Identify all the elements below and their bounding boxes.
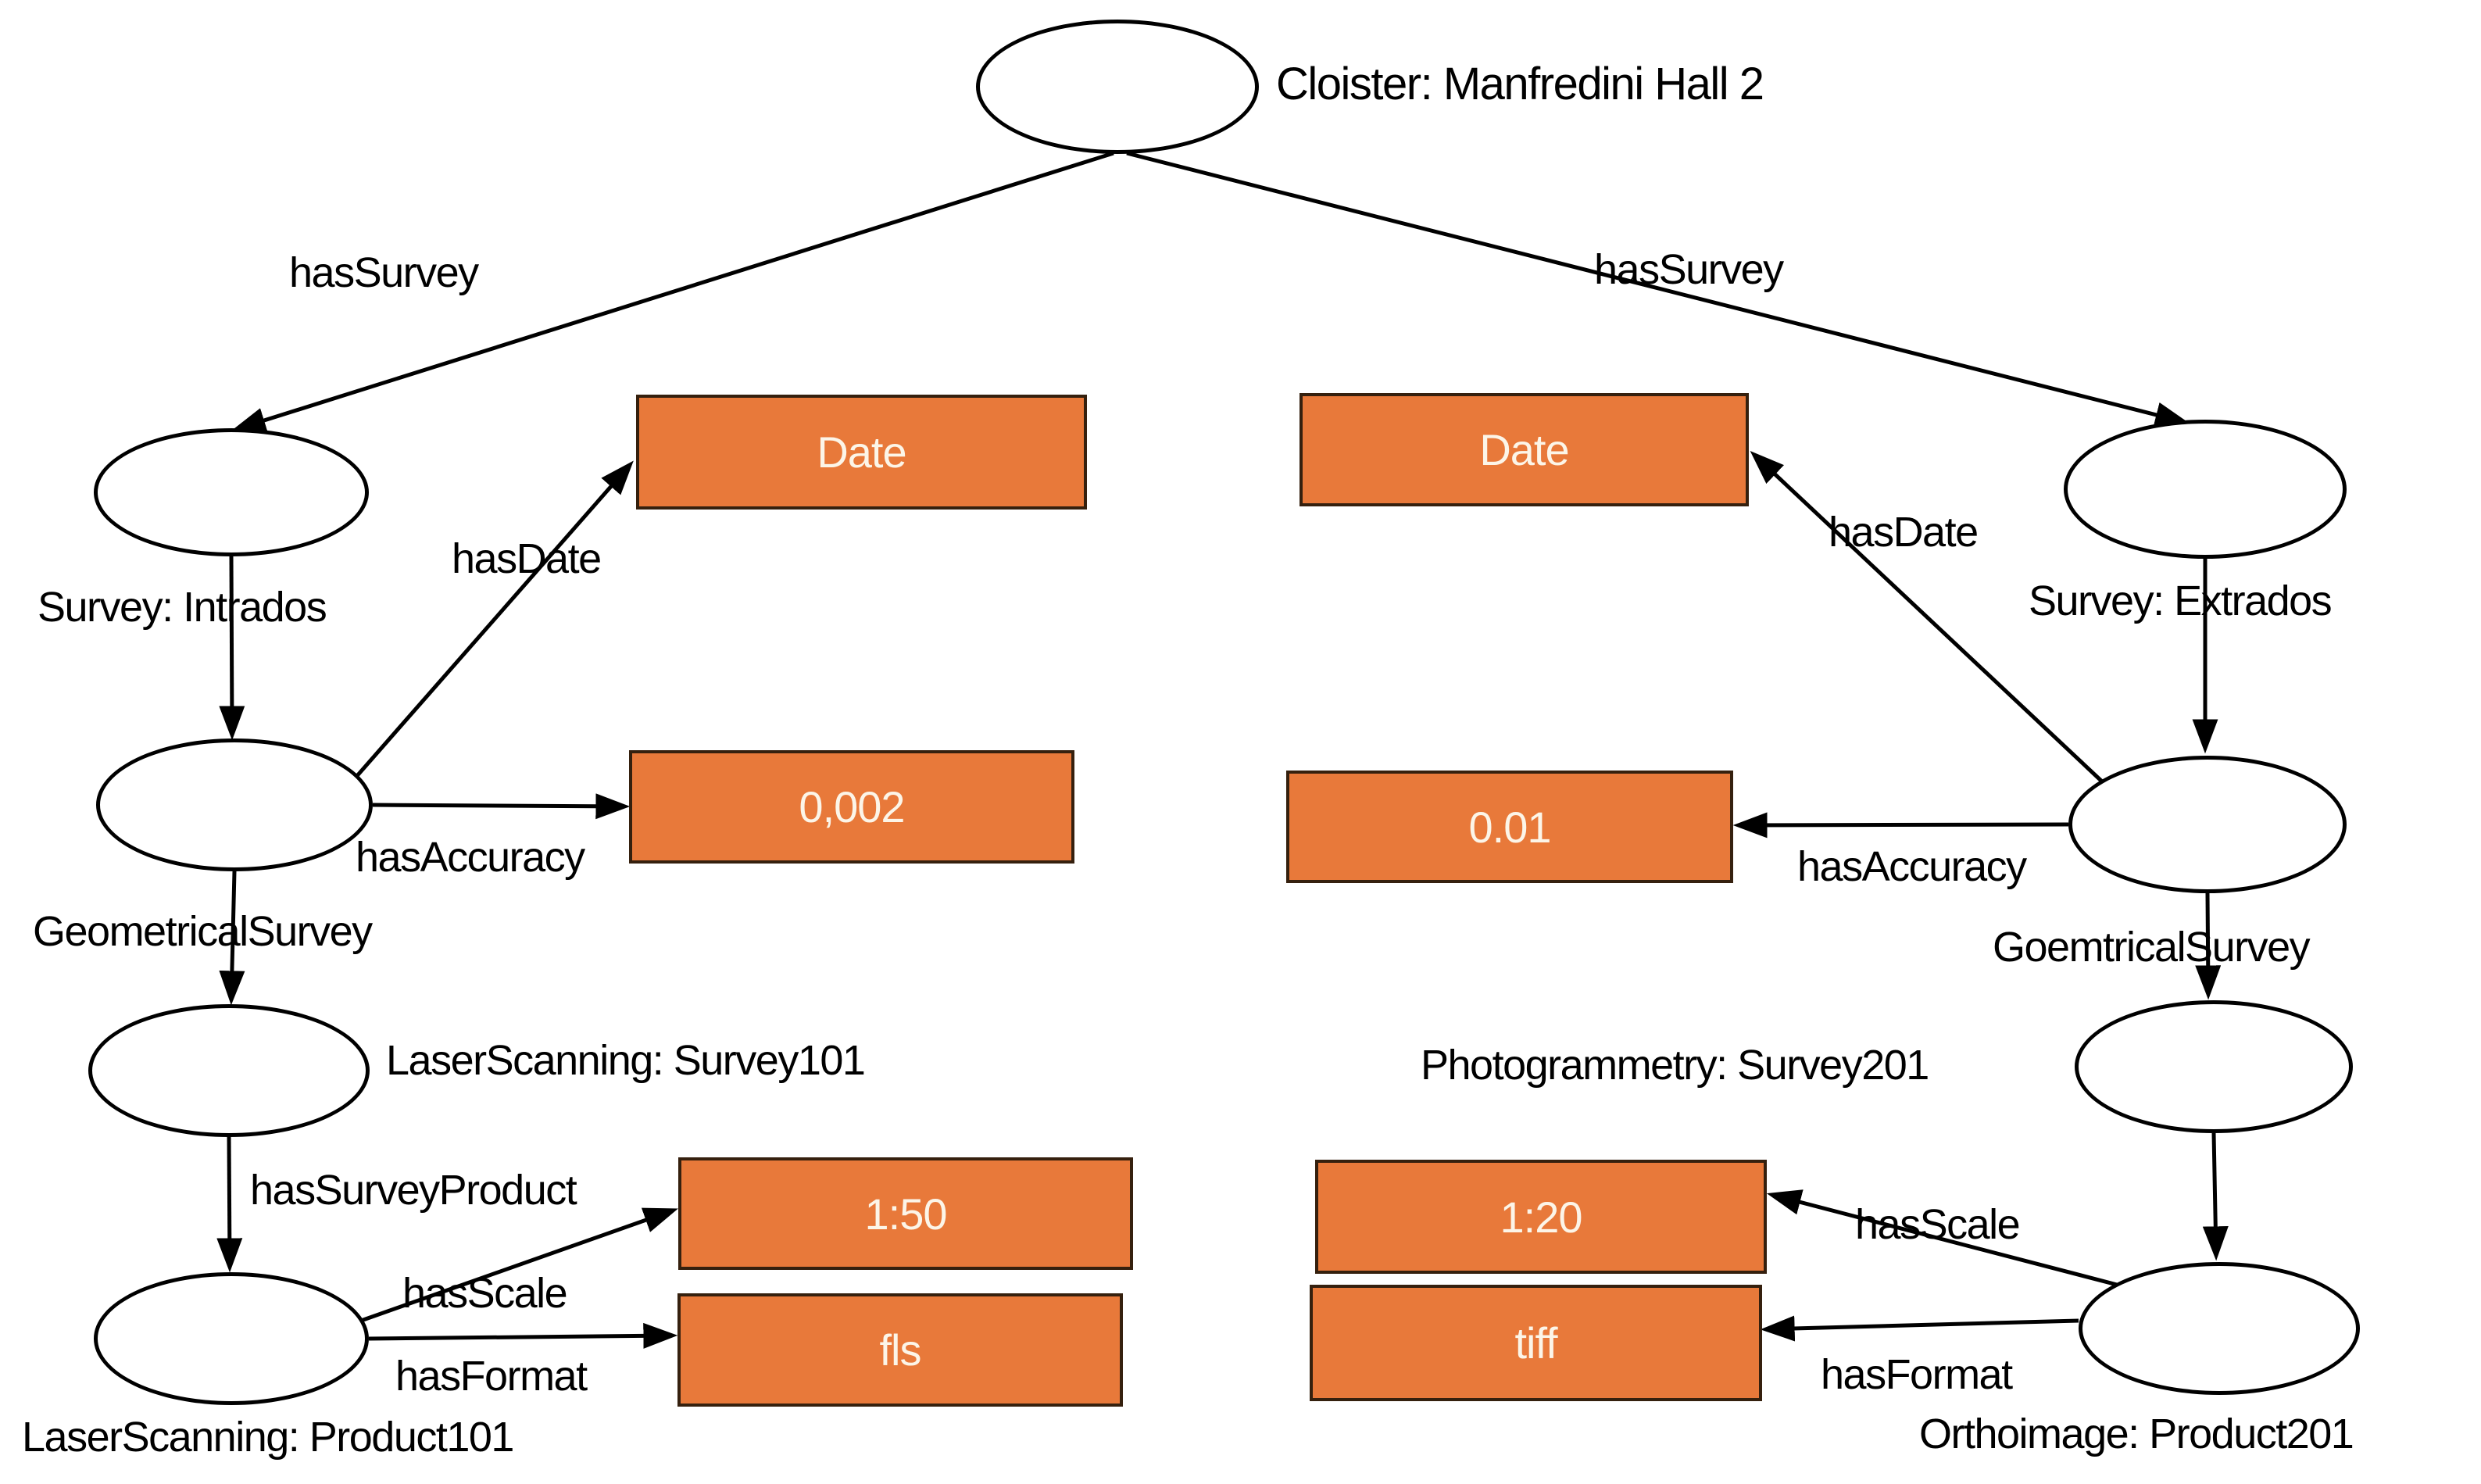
edge-label-hasSurvey-right: hasSurvey [1594, 246, 1784, 293]
literal-format-left-value: fls [879, 1325, 922, 1375]
edge-hasSurvey-left [231, 151, 1114, 433]
edge-hasDate-right [1750, 450, 2104, 783]
node-label-cloister: Cloister: Manfredini Hall 2 [1276, 59, 1764, 109]
edge-hasAccuracy-right [1732, 812, 2069, 839]
edge-hasFormat-left [368, 1322, 678, 1349]
node-laserscanning-survey101 [88, 1004, 370, 1137]
node-label-photogrammetry-survey201: Photogrammetry: Survey201 [1421, 1042, 1929, 1089]
node-survey-intrados [94, 428, 369, 556]
literal-date-left-value: Date [817, 427, 906, 477]
node-label-orthoimage-product201: Orthoimage: Product201 [1919, 1411, 2354, 1457]
edge-hasScale-right [1766, 1189, 2121, 1288]
node-label-laserscanning-survey101: LaserScanning: Survey101 [386, 1037, 866, 1084]
edge-label-hasFormat-left: hasFormat [395, 1353, 588, 1400]
edge-label-hasScale-left: hasScale [402, 1270, 568, 1317]
edge-survey201-to-product201 [2202, 1132, 2229, 1261]
node-orthoimage-product201 [2079, 1262, 2360, 1395]
edge-intrados-to-geometrical [219, 556, 245, 741]
literal-date-right: Date [1299, 393, 1749, 506]
edge-label-hasAccuracy-left: hasAccuracy [356, 834, 585, 881]
literal-accuracy-left: 0,002 [629, 750, 1074, 864]
edge-label-hasFormat-right: hasFormat [1821, 1351, 2013, 1398]
literal-format-right: tiff [1310, 1285, 1762, 1401]
literal-scale-right-value: 1:20 [1500, 1192, 1583, 1242]
literal-format-left: fls [677, 1293, 1123, 1407]
edge-label-hasScale-right: hasScale [1855, 1201, 2021, 1248]
node-laserscanning-product101 [94, 1272, 369, 1405]
node-photogrammetry-survey201 [2075, 1000, 2353, 1133]
edge-label-hasDate-left: hasDate [452, 535, 602, 582]
literal-date-left: Date [636, 395, 1087, 510]
edge-hasFormat-right [1760, 1315, 2079, 1342]
edge-hasDate-left [354, 460, 634, 779]
edge-label-hasAccuracy-right: hasAccuracy [1797, 843, 2027, 890]
literal-accuracy-right-value: 0.01 [1468, 802, 1552, 852]
node-goemtrical-survey-right [2068, 756, 2347, 893]
literal-scale-right: 1:20 [1315, 1160, 1767, 1274]
edge-label-hasDate-right: hasDate [1829, 509, 1979, 556]
literal-scale-left-value: 1:50 [864, 1189, 948, 1239]
node-geometrical-survey-left [96, 738, 373, 871]
edge-hasScale-left [360, 1207, 678, 1323]
literal-accuracy-right: 0.01 [1286, 771, 1733, 883]
edge-hasAccuracy-left [372, 793, 631, 820]
node-label-survey-intrados: Survey: Intrados [38, 584, 327, 631]
node-label-goemtrical-survey-right: GoemtricalSurvey [1993, 924, 2311, 971]
node-label-survey-extrados: Survey: Extrados [2029, 578, 2333, 624]
edge-hasSurveyProduct [216, 1135, 243, 1273]
edge-hasSurvey-right [1126, 151, 2190, 427]
edge-geometrical-to-survey101 [219, 871, 245, 1006]
literal-date-right-value: Date [1479, 425, 1569, 474]
edge-label-hasSurvey-left: hasSurvey [289, 249, 479, 296]
literal-scale-left: 1:50 [678, 1157, 1133, 1270]
node-survey-extrados [2064, 420, 2347, 559]
literal-accuracy-left-value: 0,002 [799, 782, 905, 831]
node-label-laserscanning-product101: LaserScanning: Product101 [22, 1414, 514, 1461]
edge-label-hasSurveyProduct: hasSurveyProduct [250, 1167, 577, 1214]
node-label-geometrical-survey-left: GeometricalSurvey [33, 908, 373, 955]
literal-format-right-value: tiff [1514, 1318, 1557, 1368]
node-cloister [976, 20, 1259, 154]
